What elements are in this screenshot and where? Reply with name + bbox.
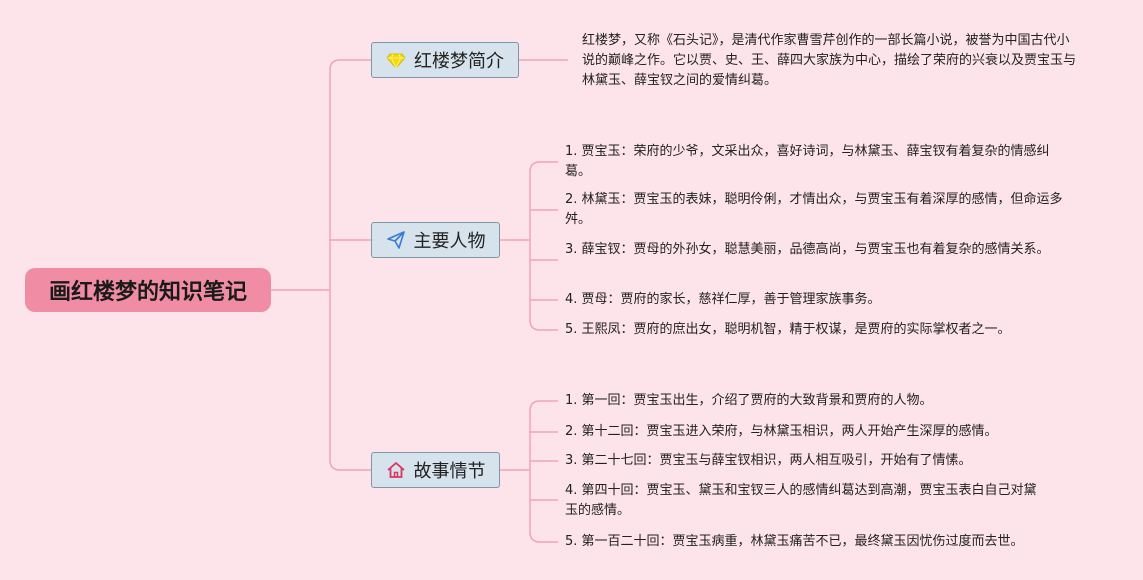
list-item: 5. 第一百二十回：贾宝玉病重，林黛玉痛苦不已，最终黛玉因忧伤过度而去世。	[565, 534, 1024, 549]
list-item: 2. 林黛玉：贾宝玉的表妹，聪明伶俐，才情出众，与贾宝玉有着深厚的感情，但命运多…	[565, 192, 1063, 227]
connector-char-5	[529, 172, 558, 331]
paper-plane-icon	[386, 231, 405, 249]
list-item: 4. 贾母：贾府的家长，慈祥仁厚，善于管理家族事务。	[565, 292, 881, 307]
connector-branch-1	[329, 59, 371, 71]
branch-label: 故事情节	[413, 461, 486, 482]
branch-label: 主要人物	[413, 231, 486, 252]
list-item: 3. 薛宝钗：贾母的外孙女，聪慧美丽，品德高尚，与贾宝玉也有着复杂的感情关系。	[565, 242, 1050, 257]
branch-plot[interactable]: 故事情节	[371, 452, 500, 488]
list-item: 1. 贾宝玉：荣府的少爷，文采出众，喜好诗词，与林黛玉、薛宝钗有着复杂的情感纠葛…	[565, 144, 1050, 179]
connector-plot-1	[529, 400, 558, 412]
list-item: 3. 第二十七回：贾宝玉与薛宝钗相识，两人相互吸引，开始有了情愫。	[565, 453, 972, 468]
list-item: 5. 王熙凤：贾府的庶出女，聪明机智，精于权谋，是贾府的实际掌权者之一。	[565, 322, 1011, 337]
list-item: 2. 第十二回：贾宝玉进入荣府，与林黛玉相识，两人开始产生深厚的感情。	[565, 424, 998, 439]
diamond-icon	[386, 53, 406, 69]
branch-main-characters[interactable]: 主要人物	[371, 222, 500, 258]
connector-plot-5	[529, 411, 558, 543]
list-item: 1. 第一回：贾宝玉出生，介绍了贾府的大致背景和贾府的人物。	[565, 393, 933, 408]
list-item: 4. 第四十回：贾宝玉、黛玉和宝钗三人的感情纠葛达到高潮，贾宝玉表白自己对黛玉的…	[565, 483, 1037, 518]
intro-text: 红楼梦，又称《石头记》，是清代作家曹雪芹创作的一部长篇小说，被誉为中国古代小说的…	[582, 33, 1077, 88]
home-icon	[386, 462, 405, 478]
branch-introduction[interactable]: 红楼梦简介	[371, 42, 519, 78]
root-node[interactable]: 画红楼梦的知识笔记	[25, 268, 271, 312]
connector-char-1	[529, 161, 558, 173]
branch-label: 红楼梦简介	[414, 51, 504, 72]
connector-trunk	[329, 70, 371, 471]
root-title: 画红楼梦的知识笔记	[48, 280, 247, 305]
